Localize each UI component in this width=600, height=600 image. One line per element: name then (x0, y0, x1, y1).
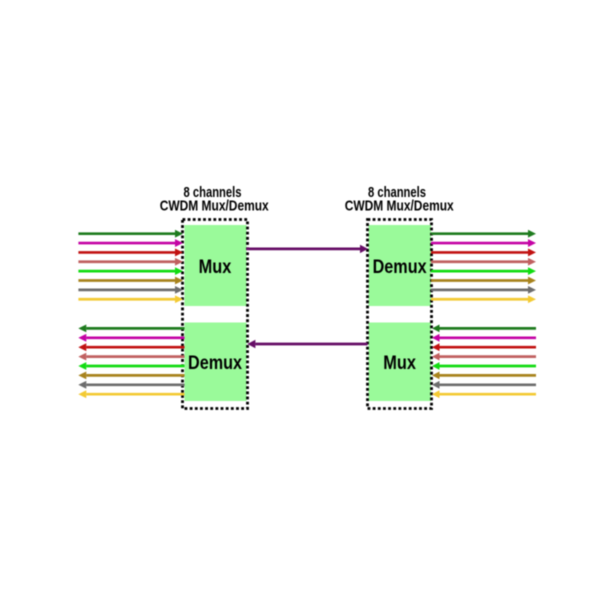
svg-text:Demux: Demux (188, 353, 242, 374)
svg-text:CWDM Mux/Demux: CWDM Mux/Demux (345, 199, 455, 215)
svg-text:Demux: Demux (373, 257, 427, 278)
svg-text:Mux: Mux (383, 353, 416, 374)
svg-text:8 channels: 8 channels (368, 185, 426, 201)
svg-text:8 channels: 8 channels (184, 185, 242, 201)
svg-text:Mux: Mux (199, 257, 232, 278)
svg-text:CWDM Mux/Demux: CWDM Mux/Demux (160, 199, 270, 215)
